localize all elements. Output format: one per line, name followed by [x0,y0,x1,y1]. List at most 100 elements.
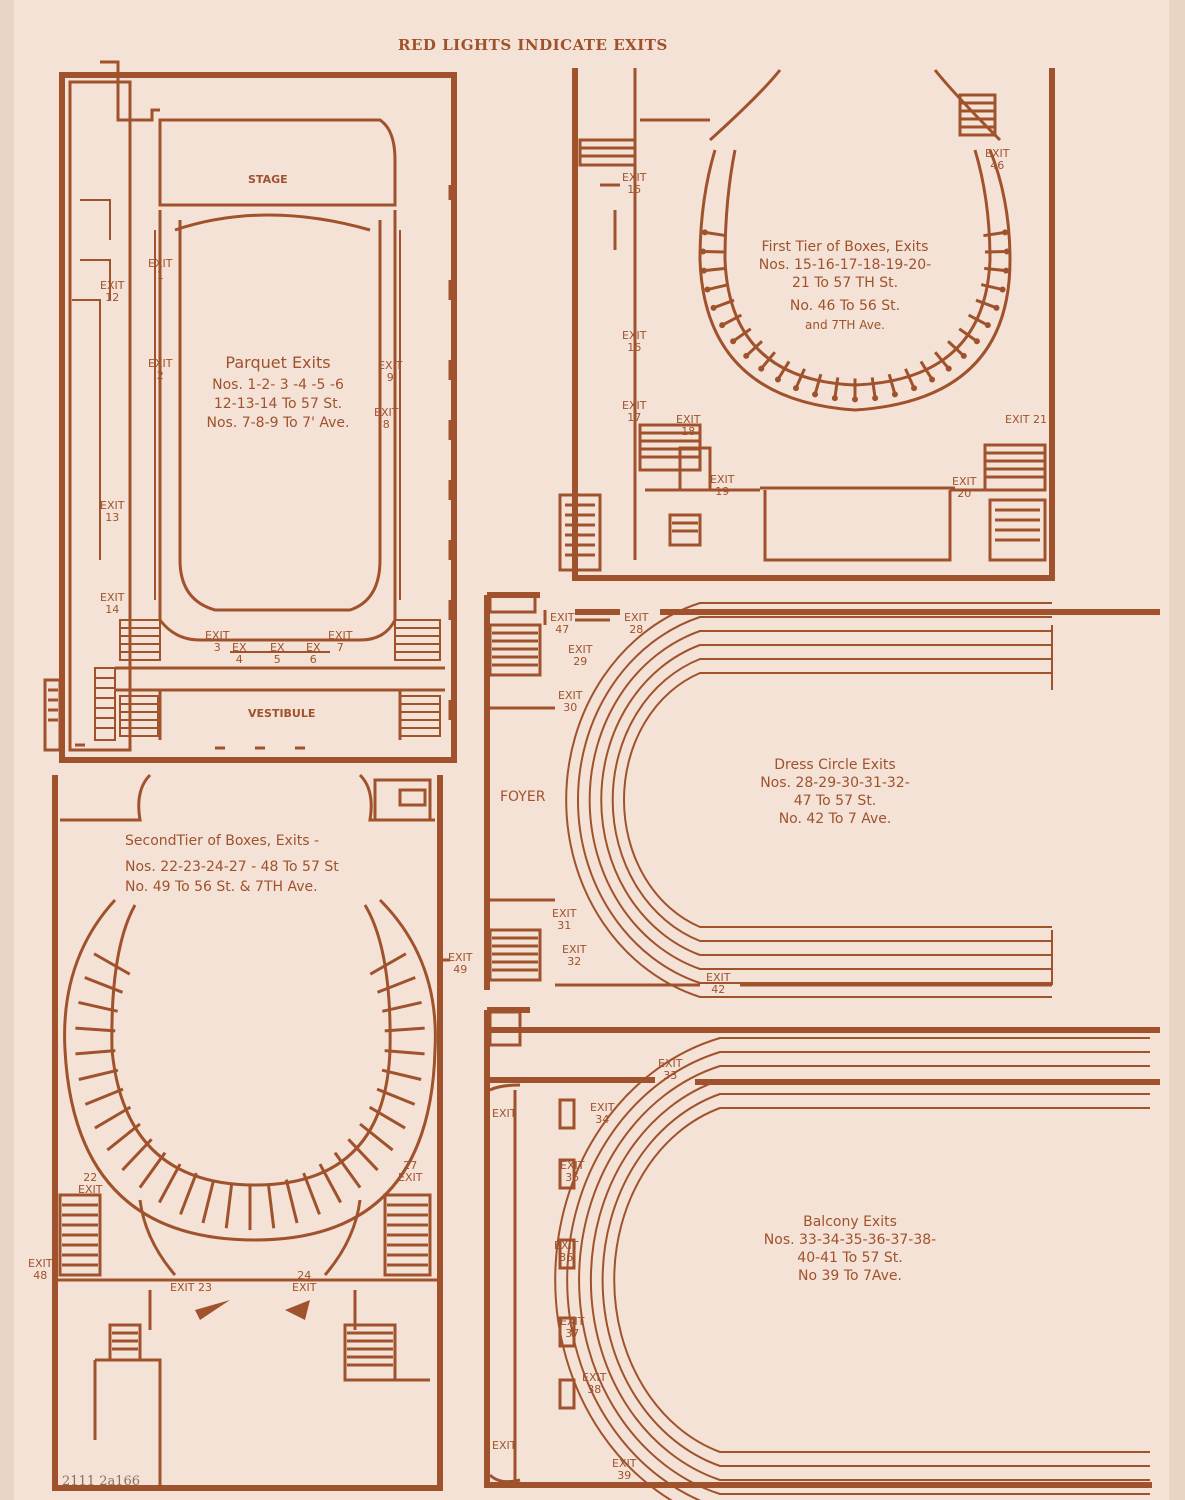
exit-5-label: EX 5 [270,641,285,666]
box-partition [347,1138,379,1172]
box-partition [984,266,1007,273]
exit-door [558,1316,576,1348]
box-partition [967,313,989,327]
exit-34-label: EXIT 34 [590,1101,615,1126]
exit-door [558,1158,576,1190]
box-partition [721,313,743,327]
box-marker [993,304,1000,311]
exit-24-label: 24 EXIT [292,1269,317,1294]
exit-12-label: EXIT 12 [100,279,125,304]
second-tier-box-partitions [75,952,425,1230]
exit-33-label: EXIT 33 [658,1057,683,1082]
box-marker [701,229,708,236]
dress-circle-seat-rows [565,602,1053,998]
exit-23-label: EXIT 23 [170,1281,212,1294]
parquet-line3: Nos. 7-8-9 To 7' Ave. [206,415,350,431]
exit-36-label: EXIT 36 [554,1239,579,1264]
box-partition [732,327,752,343]
box-partition [333,1151,362,1189]
box-marker [999,286,1006,293]
box-partition [704,230,727,238]
exit-20-label: EXIT 20 [952,475,977,500]
seat-row [566,1051,1150,1500]
foyer-label: FOYER [500,789,546,805]
box-marker [973,338,980,345]
box-marker [872,395,879,402]
box-partition [93,952,131,976]
exit-13-label: EXIT 13 [100,499,125,524]
balcony-line3: No 39 To 7Ave. [798,1268,902,1284]
box-partition [904,368,916,389]
exit-4-label: EX 4 [232,641,247,666]
seat-row [588,630,1052,970]
box-partition [833,377,840,399]
box-partition [975,298,997,310]
first-tier-line1: Nos. 15-16-17-18-19-20- [758,257,932,273]
exit-48-label: EXIT 48 [28,1257,53,1282]
exit-6-label: EX 6 [306,641,321,666]
box-partition [934,351,950,370]
seat-row [578,1065,1150,1495]
box-marker [852,396,858,403]
box-partition [919,360,934,381]
parquet-plan [43,60,457,763]
box-partition [284,1179,299,1224]
box-marker [719,322,726,329]
dress-circle-line3: No. 42 To 7 Ave. [778,811,892,827]
balcony-seat-rows [513,1037,1150,1500]
box-partition [384,1049,425,1056]
exit-3-label: EXIT 3 [205,629,230,654]
exit-16-label: EXIT 16 [622,329,647,354]
exit-37-label: EXIT 37 [560,1315,585,1340]
exit-49-label: EXIT 49 [448,951,473,976]
box-partition [776,360,791,381]
box-marker [911,385,918,392]
box-marker [812,391,819,398]
box-marker [700,267,707,274]
page-header: RED LIGHTS INDICATE EXITS [398,36,668,54]
box-partition [179,1172,198,1215]
box-marker [730,338,737,345]
exit-38-label: EXIT 38 [582,1371,607,1396]
dress-circle-plan [484,592,1160,990]
box-partition [745,340,763,357]
vestibule-label: VESTIBULE [248,707,316,720]
box-partition [984,250,1007,254]
program-page [14,0,1169,1500]
box-partition [376,1087,416,1106]
box-partition [382,1000,422,1013]
exit-1-label: EXIT 1 [148,257,173,282]
box-partition [703,266,726,273]
exit-2-label: EXIT 2 [148,357,173,382]
first-tier-line2: 21 To 57 TH St. [791,275,899,291]
exit-47-label: EXIT 47 [550,611,575,636]
seat-row [611,658,1052,942]
box-partition [318,1163,342,1204]
exit-40-label: EXIT [492,1107,517,1120]
box-marker [710,304,717,311]
box-partition [707,283,730,292]
seat-row [589,1079,1150,1481]
stage-label: STAGE [248,173,288,186]
box-partition [369,952,407,976]
box-partition [760,351,776,370]
box-partition [302,1172,321,1215]
box-marker [1002,229,1009,236]
balcony-line2: 40-41 To 57 St. [797,1250,903,1266]
exit-30-label: EXIT 30 [558,689,583,714]
exit-door [558,1238,576,1270]
box-marker [774,376,781,383]
exit-door [558,1098,576,1130]
exit-9-label: EXIT 9 [378,359,403,384]
seat-row [601,1093,1150,1467]
exit-42-label: EXIT 42 [706,971,731,996]
box-marker [704,286,711,293]
exit-18-label: EXIT 18 [676,413,701,438]
dress-circle-line2: 47 To 57 St. [793,793,877,809]
box-partition [794,368,806,389]
exit-29-label: EXIT 29 [568,643,593,668]
box-partition [713,298,735,310]
second-tier-title: SecondTier of Boxes, Exits - [125,833,320,849]
box-partition [138,1151,167,1189]
